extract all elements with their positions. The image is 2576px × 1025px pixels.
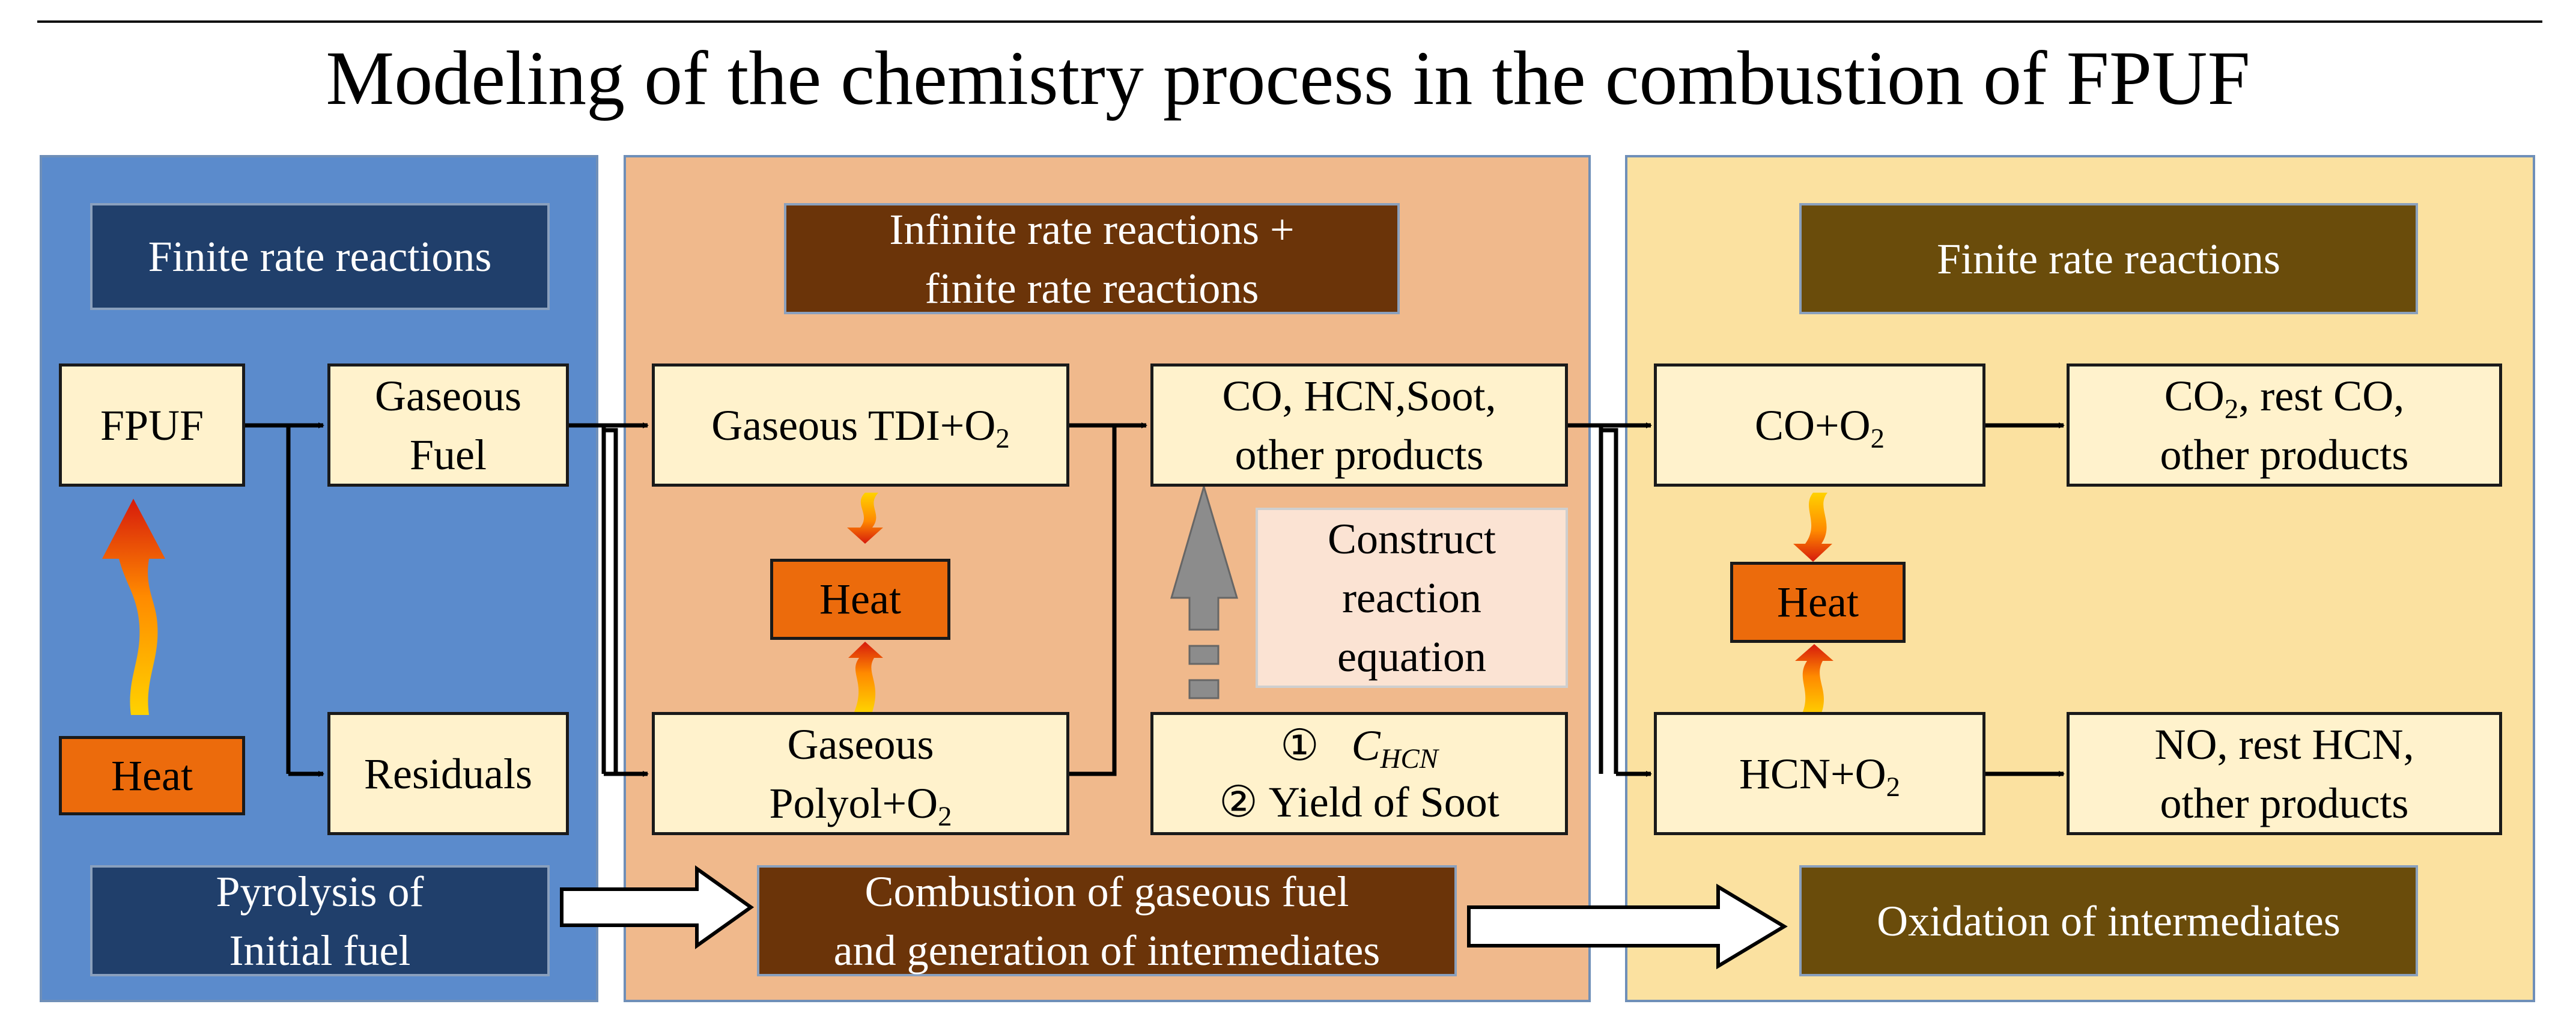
line-polyol-to-products [1068,425,1117,776]
heat-box-combustion: Heat [770,559,950,640]
flame-arrow-pyrolysis [102,499,165,715]
node-residuals: Residuals [327,712,569,835]
flame-arrow-oxidation-down [1795,644,1833,716]
node-co-o2: CO+O2 [1654,363,1985,487]
header-oxidation: Finite rate reactions [1799,203,2418,314]
node-fpuf: FPUF [59,363,245,487]
line-products-to-hcn-1 [1586,423,1603,774]
header-pyrolysis: Finite rate reactions [90,203,550,310]
line-products-to-hcn-2 [1601,428,1618,774]
construct-arrow-dash-2 [1188,679,1220,699]
flame-arrow-oxidation-up [1793,493,1832,562]
node-hcn-o2: HCN+O2 [1654,712,1985,835]
node-co2-products: CO2, rest CO,other products [2067,363,2502,487]
flame-arrow-combustion-up [847,493,883,544]
flame-arrow-combustion-down [848,642,883,712]
stage-arrow-1 [560,865,755,949]
header-combustion: Infinite rate reactions +finite rate rea… [784,203,1400,314]
node-construct-parameters: ① CHCN ② Yield of Soot [1150,712,1568,835]
node-intermediate-products: CO, HCN,Soot,other products [1150,363,1568,487]
node-no-products: NO, rest HCN,other products [2067,712,2502,835]
heat-box-pyrolysis: Heat [59,736,245,815]
diagram-title: Modeling of the chemistry process in the… [326,35,2250,121]
heat-box-oxidation: Heat [1730,562,1906,643]
node-gaseous-tdi: Gaseous TDI+O2 [652,363,1069,487]
footer-oxidation: Oxidation of intermediates [1799,865,2418,976]
top-rule [37,20,2542,23]
construct-arrow [1170,483,1239,631]
parameter-soot-yield: ② Yield of Soot [1219,777,1499,826]
stage-arrow-2 [1467,883,1788,970]
construct-arrow-dash-1 [1188,645,1220,665]
parameter-hcn-conversion: ① CHCN [1280,721,1438,774]
line-fuel-to-polyol-2 [604,428,618,774]
line-fuel-to-polyol-1 [589,423,606,774]
